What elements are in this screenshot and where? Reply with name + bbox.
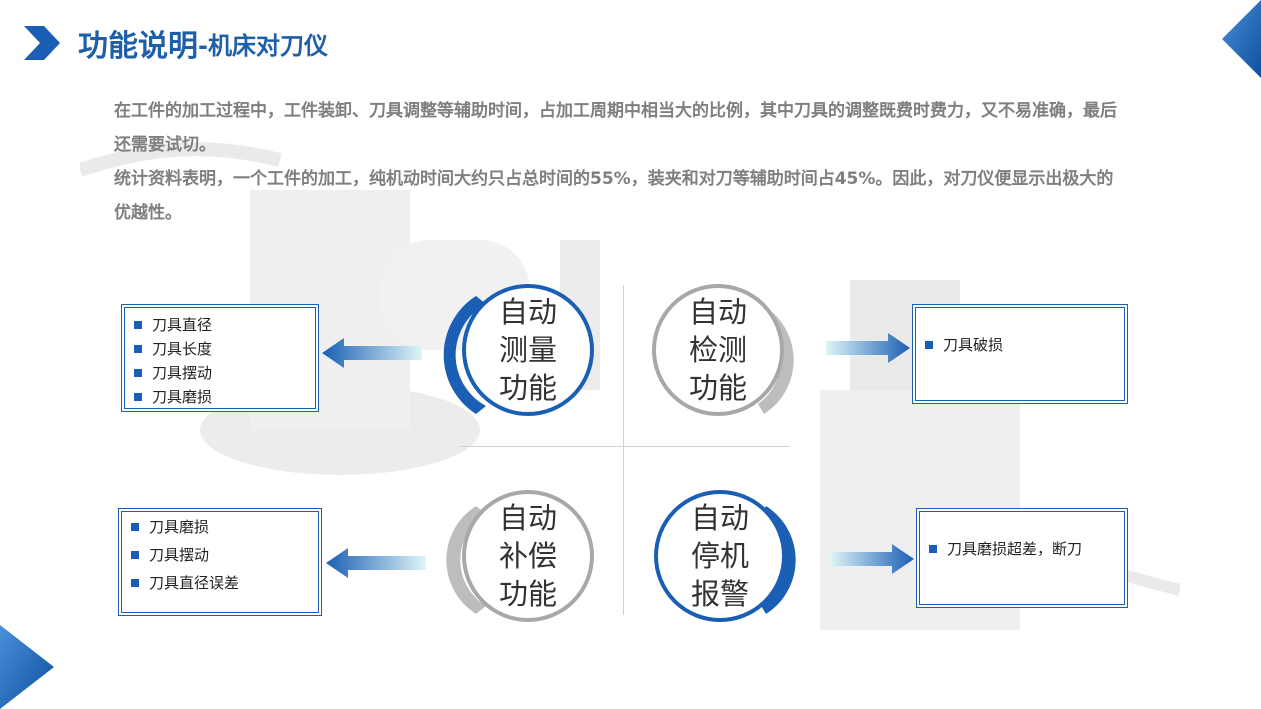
arrow-right-icon: [826, 333, 910, 363]
bullet-square-icon: [134, 369, 142, 377]
function-circle-auto-measure: 自动测量功能: [462, 284, 594, 416]
quadrant-divider-horizontal: [460, 446, 790, 447]
function-circle-auto-detect: 自动检测功能: [652, 284, 784, 416]
compensate-items-box: 刀具磨损 刀具摆动 刀具直径误差: [118, 508, 322, 616]
list-item: 刀具磨损: [131, 513, 309, 541]
intro-paragraph: 在工件的加工过程中，工件装卸、刀具调整等辅助时间，占加工周期中相当大的比例，其中…: [114, 101, 1117, 155]
arrow-left-icon: [326, 548, 426, 578]
arc-decoration: [758, 306, 794, 414]
list-item: 刀具直径误差: [131, 569, 309, 597]
list-item: 刀具长度: [134, 337, 306, 361]
arc-decoration: [446, 506, 486, 614]
detect-items-box: 刀具破损: [912, 304, 1128, 404]
arc-decoration: [760, 506, 796, 614]
intro-text: 在工件的加工过程中，工件装卸、刀具调整等辅助时间，占加工周期中相当大的比例，其中…: [114, 94, 1124, 230]
list-item: 刀具直径: [134, 313, 306, 337]
bullet-square-icon: [131, 579, 139, 587]
measure-items-box: 刀具直径 刀具长度 刀具摆动 刀具磨损: [121, 304, 319, 412]
bullet-square-icon: [134, 345, 142, 353]
list-item: 刀具摆动: [131, 541, 309, 569]
corner-triangle-icon: [0, 625, 54, 709]
page-subtitle: -机床对刀仪: [198, 31, 328, 60]
bullet-square-icon: [134, 321, 142, 329]
stop-alarm-items-box: 刀具磨损超差，断刀: [916, 508, 1128, 608]
bullet-square-icon: [131, 551, 139, 559]
list-item: 刀具磨损: [134, 385, 306, 409]
function-circle-auto-stop-alarm: 自动停机报警: [654, 490, 786, 622]
arc-decoration: [443, 296, 486, 414]
arrow-left-icon: [322, 338, 422, 368]
intro-paragraph: 统计资料表明，一个工件的加工，纯机动时间大约只占总时间的55%，装夹和对刀等辅助…: [114, 169, 1114, 223]
bullet-square-icon: [131, 523, 139, 531]
corner-triangle-icon: [1222, 0, 1261, 78]
list-item: 刀具摆动: [134, 361, 306, 385]
page-title: 功能说明: [78, 29, 198, 64]
chevron-right-icon: [24, 26, 60, 60]
bullet-square-icon: [925, 341, 933, 349]
bullet-square-icon: [134, 393, 142, 401]
function-circle-auto-compensate: 自动补偿功能: [462, 490, 594, 622]
list-item: 刀具破损: [925, 333, 1115, 357]
slide-header: 功能说明 -机床对刀仪: [24, 18, 328, 68]
arrow-right-icon: [830, 544, 914, 574]
bullet-square-icon: [929, 545, 937, 553]
list-item: 刀具磨损超差，断刀: [929, 537, 1115, 561]
quadrant-divider-vertical: [623, 285, 624, 615]
